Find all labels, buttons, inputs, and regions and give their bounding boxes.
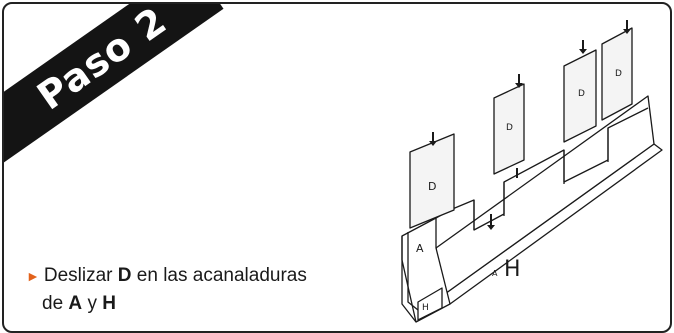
assembly-diagram: D D D D A H A H <box>401 20 663 323</box>
panel-d-1-label: D <box>428 180 436 193</box>
panel-h <box>435 95 655 297</box>
panel-d-3 <box>563 49 597 143</box>
panel-d-4-label: D <box>615 69 622 79</box>
panel-d-1 <box>409 133 455 229</box>
part-d-label: D <box>117 265 132 286</box>
panel-d-2-label: D <box>506 123 513 133</box>
panel-d-4 <box>601 27 633 121</box>
part-h-label: H <box>102 293 116 314</box>
panel-h-small <box>417 287 443 321</box>
piece-h-small-label: H <box>422 303 429 313</box>
piece-a-label: A <box>416 242 424 255</box>
piece-h-label: H <box>504 257 521 282</box>
bullet-arrow-icon: ► <box>26 268 40 284</box>
piece-a-inner-label: A <box>492 269 498 278</box>
instruction-line-2: de A y H <box>42 293 116 314</box>
instruction-line-1: ►Deslizar D en las acanaladuras <box>26 265 307 286</box>
panel-d-3-label: D <box>578 89 585 99</box>
panel-d-2 <box>493 83 525 175</box>
part-a-label: A <box>68 293 83 314</box>
instruction-text: ►Deslizar D en las acanaladuras de A y H <box>26 262 386 318</box>
